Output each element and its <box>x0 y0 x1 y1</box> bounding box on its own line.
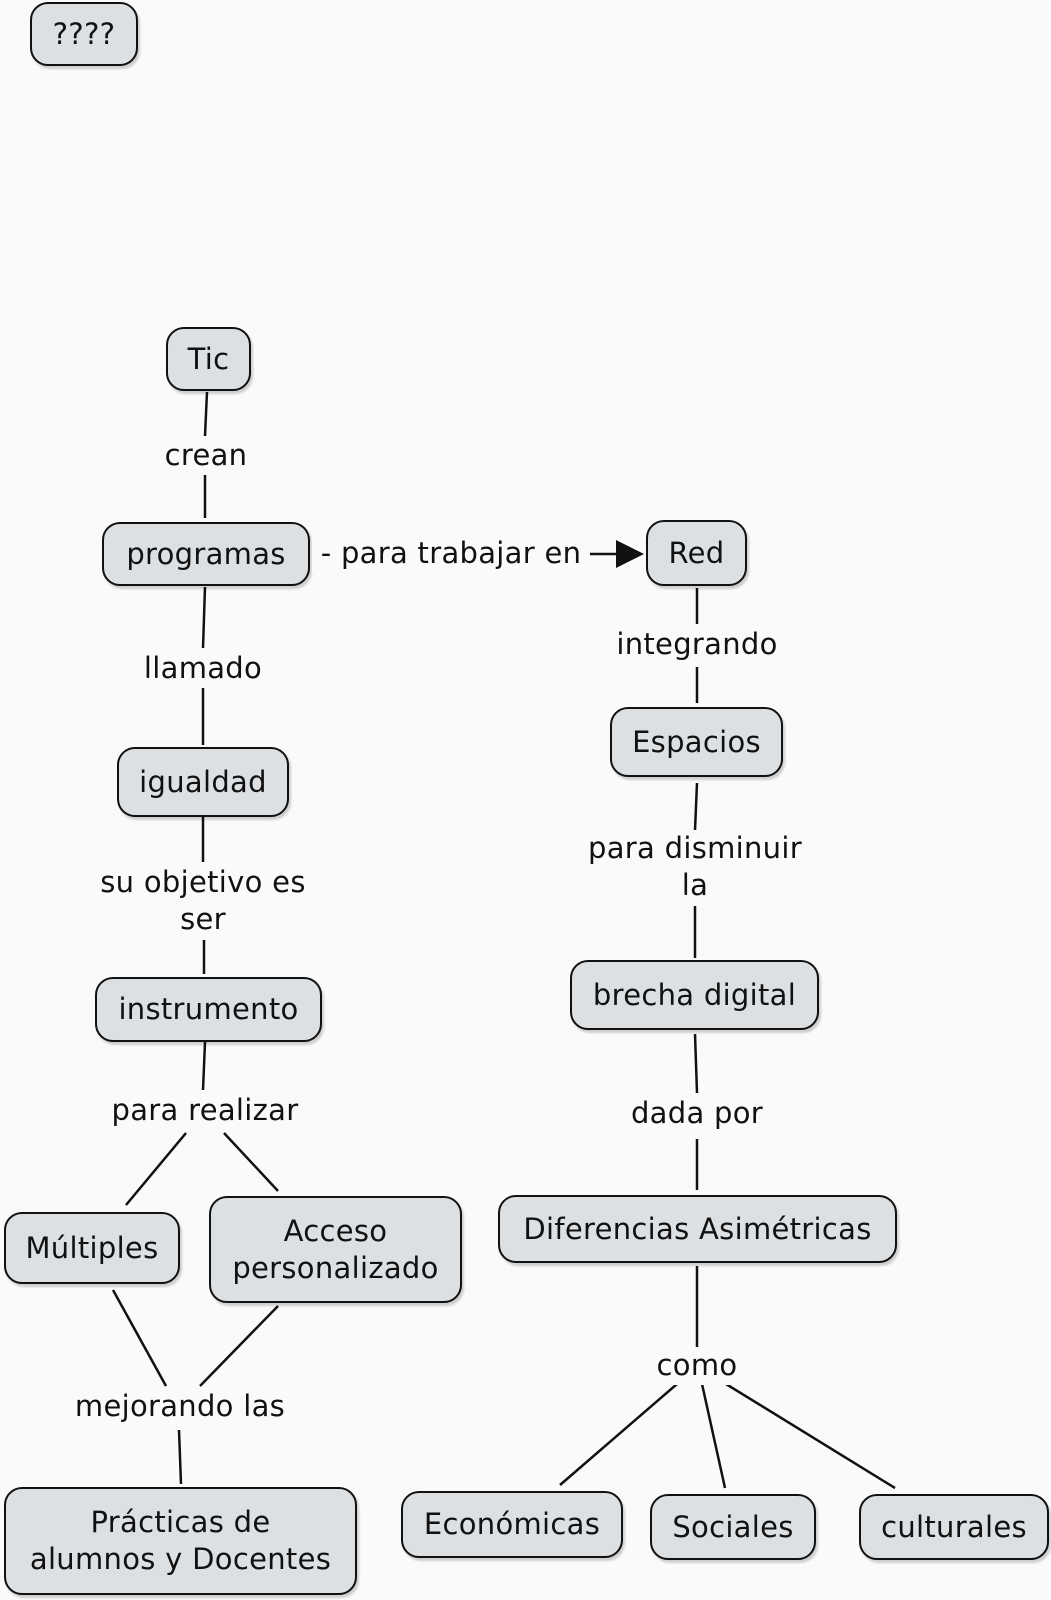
link-integrando: integrando <box>607 626 787 664</box>
node-acceso-personalizado[interactable]: Acceso personalizado <box>209 1196 462 1303</box>
node-brecha-digital[interactable]: brecha digital <box>570 960 819 1030</box>
line-como-culturales <box>725 1382 896 1490</box>
link-como: como <box>647 1347 747 1385</box>
node-practicas[interactable]: Prácticas de alumnos y Docentes <box>4 1487 357 1595</box>
line-espacios-disminuir <box>693 782 699 831</box>
line-programas-llamado <box>201 586 207 649</box>
line-tic-crean <box>203 391 209 437</box>
link-llamado: llamado <box>135 650 271 688</box>
link-para-trabajar: - para trabajar en <box>312 535 590 573</box>
line-realizar-multiples <box>125 1132 187 1206</box>
node-tic[interactable]: Tic <box>166 327 251 391</box>
link-dada-por: dada por <box>617 1095 777 1133</box>
line-como-sociales <box>700 1383 727 1489</box>
node-espacios[interactable]: Espacios <box>610 707 783 777</box>
line-realizar-acceso <box>223 1132 279 1192</box>
link-su-objetivo: su objetivo es ser <box>88 864 318 940</box>
arrowhead-red <box>616 540 644 568</box>
node-red[interactable]: Red <box>646 520 747 586</box>
line-instrumento-realizar <box>201 1041 207 1091</box>
link-para-disminuir: para disminuir la <box>575 830 815 906</box>
link-crean: crean <box>150 437 262 475</box>
node-economicas[interactable]: Económicas <box>401 1491 623 1558</box>
node-sociales[interactable]: Sociales <box>650 1494 816 1560</box>
node-igualdad[interactable]: igualdad <box>117 747 289 817</box>
node-instrumento[interactable]: instrumento <box>95 977 322 1042</box>
line-multiples-mejorando <box>111 1289 168 1387</box>
line-acceso-mejorando <box>199 1305 279 1387</box>
node-programas[interactable]: programas <box>102 522 310 586</box>
node-culturales[interactable]: culturales <box>859 1494 1049 1560</box>
line-mejorando-practicas <box>177 1429 183 1485</box>
link-para-realizar: para realizar <box>100 1092 310 1130</box>
line-brecha-dada <box>693 1033 699 1094</box>
node-multiples[interactable]: Múltiples <box>4 1212 180 1284</box>
line-como-economicas <box>559 1383 678 1486</box>
header-node[interactable]: ???? <box>30 2 138 66</box>
node-diferencias-asimetricas[interactable]: Diferencias Asimétricas <box>498 1195 897 1263</box>
link-mejorando-las: mejorando las <box>62 1388 298 1426</box>
